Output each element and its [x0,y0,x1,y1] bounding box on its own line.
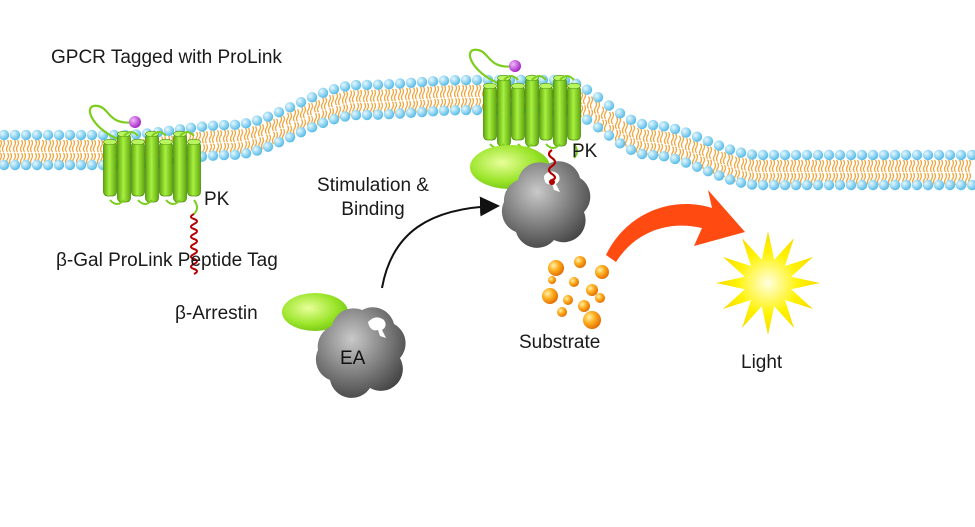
stimulation-label-line2: Binding [341,199,405,220]
ea-label: EA [340,348,366,369]
arrestin-label: β-Arrestin [175,303,258,324]
gpcr-receptor-left [88,104,201,275]
diagram-title: GPCR Tagged with ProLink [51,47,282,68]
pk-label-left: PK [204,189,230,210]
light-burst [716,231,820,335]
stimulation-label-line1: Stimulation & [317,175,429,196]
stimulation-arrow [381,196,500,289]
reaction-arrow [606,190,745,262]
light-label: Light [741,352,783,373]
peptide-tag-bound [547,149,557,182]
pk-label-right: PK [572,141,598,162]
bound-enzyme-acceptor [501,161,591,248]
gpcr-receptor-right [468,48,581,159]
substrate-label: Substrate [519,332,601,353]
substrate-spheres [542,256,609,329]
free-arrestin [282,293,348,331]
free-enzyme-acceptor [315,307,406,398]
peptide-tag-label: β-Gal ProLink Peptide Tag [56,250,278,271]
